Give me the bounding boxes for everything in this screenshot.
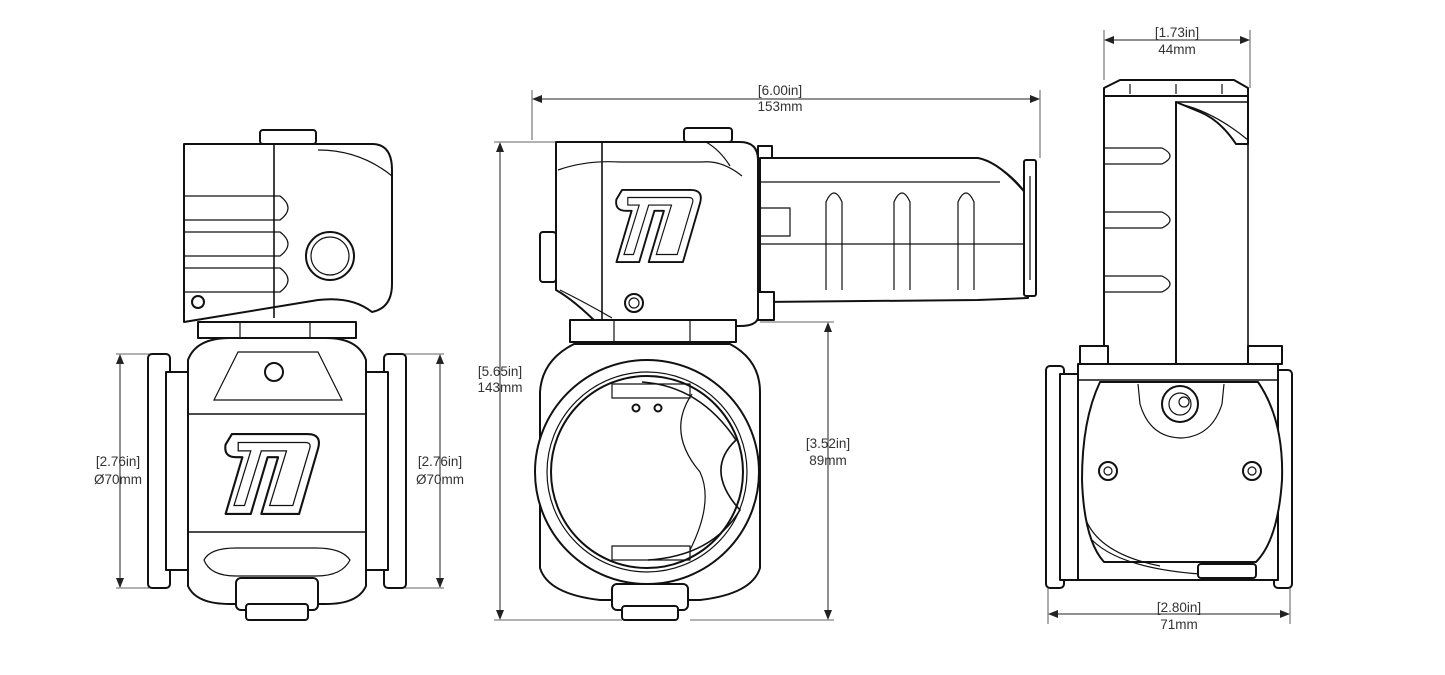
dim-end-bottom-in: [2.80in] xyxy=(1157,600,1201,615)
adjuster-knob xyxy=(305,231,355,281)
dim-front-right-mm: Ø70mm xyxy=(416,472,464,487)
dim-side-height-mm: 143mm xyxy=(477,380,522,395)
vent-hole xyxy=(191,295,205,309)
front-dims: [2.76in] Ø70mm [2.76in] Ø70mm xyxy=(94,353,464,589)
dim-end-top-mm: 44mm xyxy=(1158,42,1196,57)
dim-end-top-in: [1.73in] xyxy=(1155,25,1199,40)
dim-side-width-in: [6.00in] xyxy=(758,83,802,98)
end-view xyxy=(1045,79,1293,589)
side-view xyxy=(534,127,1037,621)
handle-grooves xyxy=(825,192,975,290)
pipe-bore-inner xyxy=(550,375,744,569)
dim-front-left-in: [2.76in] xyxy=(96,454,140,469)
grip-grooves xyxy=(184,195,289,293)
dim-side-width-mm: 153mm xyxy=(757,99,802,114)
end-cover-plate xyxy=(1081,381,1284,563)
side-dims: [6.00in] 153mm [5.65in] 143mm [3.52in] 8… xyxy=(477,83,1041,621)
dim-side-height-in: [5.65in] xyxy=(478,364,522,379)
dim-side-pipe-in: [3.52in] xyxy=(806,436,850,451)
dim-side-pipe-mm: 89mm xyxy=(809,453,847,468)
dim-front-right-in: [2.76in] xyxy=(418,454,462,469)
front-view xyxy=(147,129,407,621)
end-handle-column xyxy=(1103,95,1249,365)
dim-end-bottom-mm: 71mm xyxy=(1160,617,1198,632)
dim-front-left-mm: Ø70mm xyxy=(94,472,142,487)
end-handle-grooves xyxy=(1104,147,1171,293)
actuator-head xyxy=(183,143,393,323)
end-dims: [1.73in] 44mm [2.80in] 71mm xyxy=(1047,25,1291,632)
